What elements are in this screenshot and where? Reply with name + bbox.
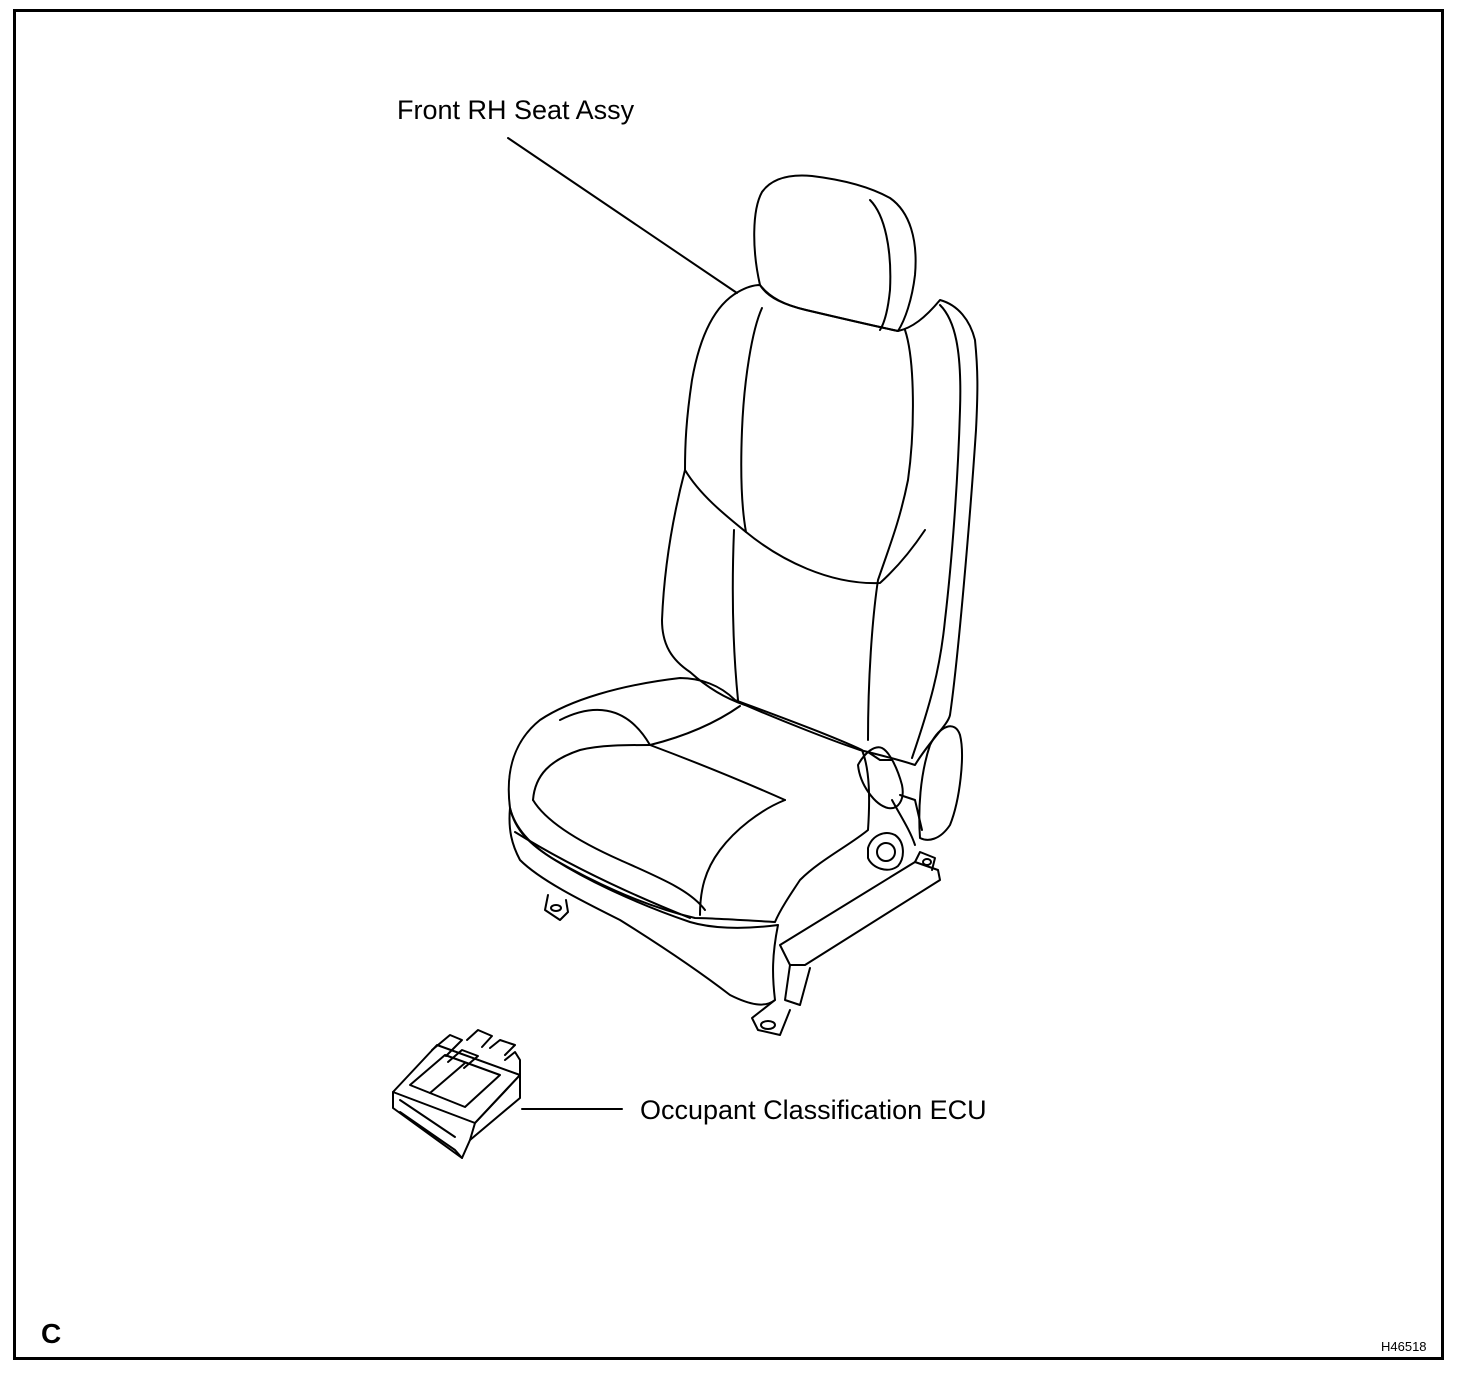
seat-cushion	[507, 677, 871, 923]
ecu-label: Occupant Classification ECU	[640, 1095, 987, 1125]
recliner-knob	[867, 832, 904, 871]
seat-leader-line	[507, 137, 738, 294]
seat-label: Front RH Seat Assy	[397, 95, 635, 125]
figure-code: H46518	[1381, 1339, 1427, 1354]
side-bolster	[918, 725, 963, 841]
front-rh-seat-assy	[507, 174, 979, 1036]
seat-belt-buckle	[857, 746, 904, 810]
backrest	[661, 284, 979, 766]
section-letter: C	[41, 1318, 62, 1349]
diagram-frame	[13, 9, 1444, 1360]
occupant-classification-ecu	[392, 1029, 521, 1159]
seat-base	[508, 807, 779, 1006]
headrest	[753, 174, 917, 332]
